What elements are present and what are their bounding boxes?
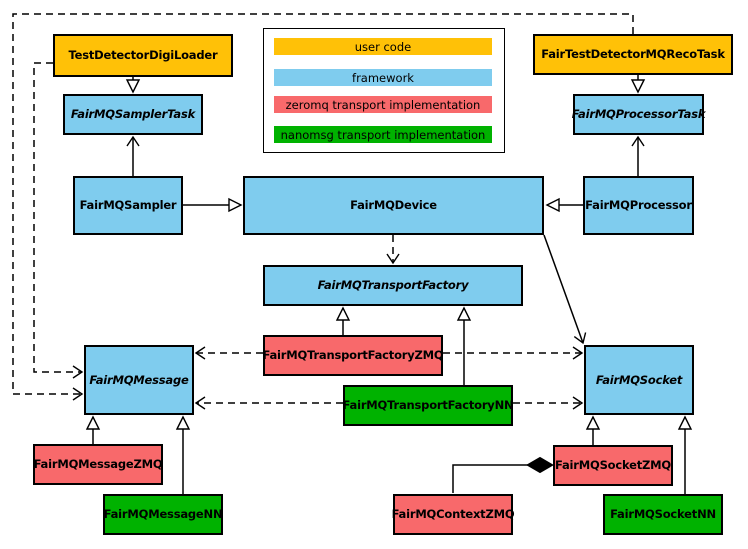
node-fairmqprocessor: FairMQProcessor [583, 176, 694, 235]
node-fairmqprocessortask: FairMQProcessorTask [572, 94, 705, 135]
legend-label-zeromq: zeromq transport implementation [285, 97, 481, 112]
node-fairmqsocketzmq: FairMQSocketZMQ [553, 445, 673, 486]
node-fairmqmessagenn: FairMQMessageNN [103, 494, 223, 535]
node-fairmqsamplertask: FairMQSamplerTask [63, 94, 203, 135]
node-fairmqsampler: FairMQSampler [73, 176, 183, 235]
node-fairmqtransportfactory: FairMQTransportFactory [263, 265, 523, 306]
edge-socketzmq-owns-contextzmq [452, 464, 528, 493]
node-fairmqsocket: FairMQSocket [584, 345, 694, 415]
legend-label-nanomsg: nanomsg transport implementation [280, 127, 486, 142]
legend-item-zeromq: zeromq transport implementation [274, 96, 492, 113]
node-fairtestdetectormqrecotask: FairTestDetectorMQRecoTask [533, 34, 733, 75]
node-fairmqsocketnn: FairMQSocketNN [603, 494, 723, 535]
node-fairmqmessage: FairMQMessage [84, 345, 194, 415]
composition-diamond [525, 456, 555, 474]
node-fairmqcontextzmq: FairMQContextZMQ [392, 494, 515, 535]
node-fairmqtransportfactorynn: FairMQTransportFactoryNN [343, 385, 514, 426]
legend-label-user-code: user code [354, 39, 412, 54]
node-testdetectordigiloader: TestDetectorDigiLoader [53, 34, 233, 77]
legend-item-user-code: user code [274, 38, 492, 55]
legend-label-framework: framework [352, 70, 414, 85]
legend-item-framework: framework [274, 69, 492, 86]
node-fairmqmessagezmq: FairMQMessageZMQ [33, 444, 163, 485]
legend-item-nanomsg: nanomsg transport implementation [274, 126, 492, 143]
legend-box: user code framework zeromq transport imp… [263, 28, 505, 153]
node-fairmqdevice: FairMQDevice [243, 176, 544, 235]
node-fairmqtransportfactoryzmq: FairMQTransportFactoryZMQ [263, 335, 444, 376]
edge-device-uses-socket [543, 234, 587, 345]
